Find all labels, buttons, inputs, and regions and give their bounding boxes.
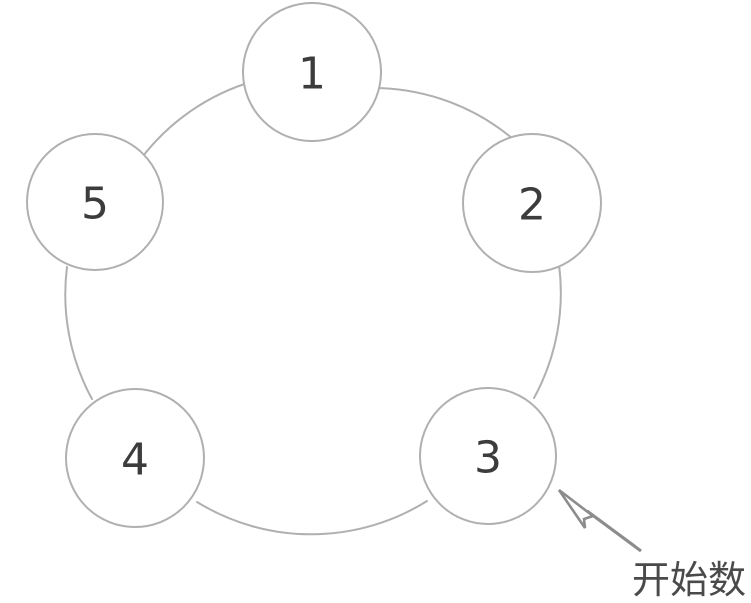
node-5-circle[interactable] [26, 133, 164, 271]
node-5[interactable]: 5 [26, 133, 164, 271]
ring-arcs-group [64, 80, 562, 536]
node-3[interactable]: 3 [419, 387, 557, 525]
node-3-circle[interactable] [419, 387, 557, 525]
node-2-label: 2 [518, 180, 546, 231]
arc-1-to-2 [376, 87, 514, 140]
node-4-label: 4 [121, 435, 149, 486]
start-pointer-arrow [557, 488, 642, 553]
nodes-group: 1 2 3 4 5 [26, 2, 602, 528]
arc-2-to-3 [533, 264, 562, 399]
node-1[interactable]: 1 [242, 2, 382, 142]
node-4[interactable]: 4 [65, 388, 205, 528]
pointer-shaft [586, 509, 642, 553]
node-1-circle[interactable] [242, 2, 382, 142]
node-2[interactable]: 2 [462, 133, 602, 273]
arc-4-to-5 [64, 266, 93, 400]
arc-5-to-1 [139, 80, 255, 161]
start-count-annotation: 开始数 [632, 558, 746, 602]
node-2-circle[interactable] [462, 133, 602, 273]
arc-3-to-4 [196, 500, 428, 536]
node-5-label: 5 [81, 179, 109, 230]
arrow-head-icon [557, 488, 596, 529]
node-1-label: 1 [298, 49, 326, 100]
node-3-label: 3 [474, 433, 502, 484]
node-4-circle[interactable] [65, 388, 205, 528]
